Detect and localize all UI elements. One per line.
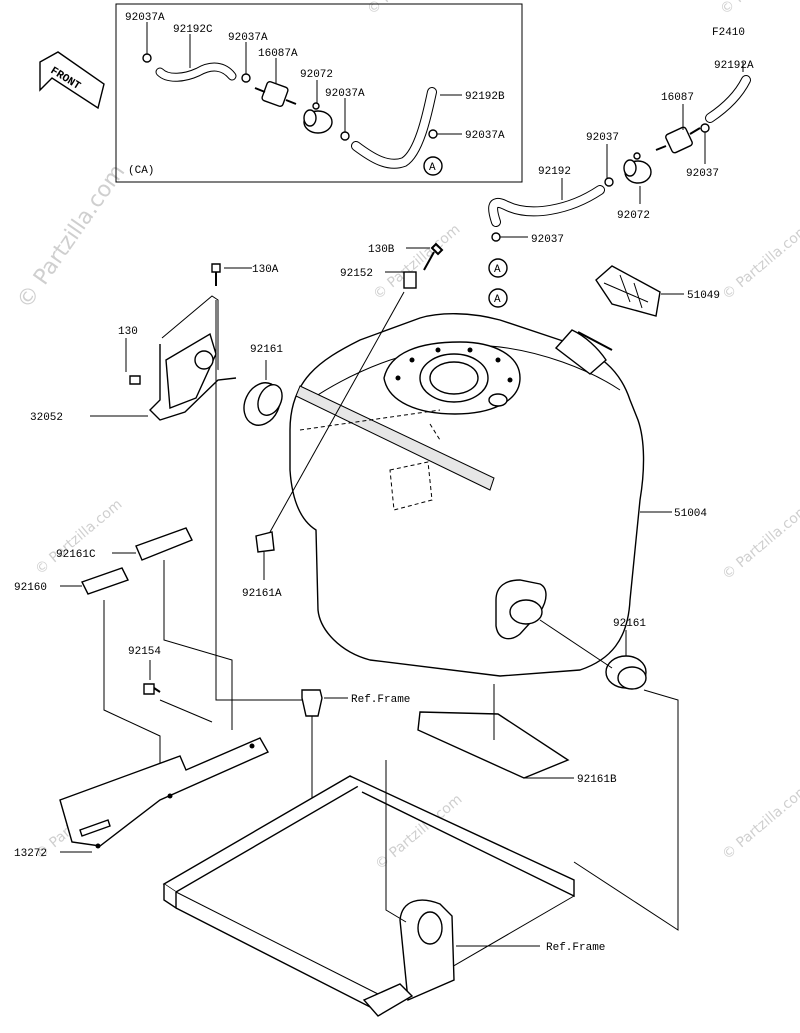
callout-16087A: 16087A — [258, 48, 298, 60]
watermark-3: © Partzilla.com — [719, 221, 800, 303]
callout-92161-top: 92161 — [250, 344, 283, 356]
callout-92037-c: 92037 — [531, 234, 564, 246]
marker-a-2: A — [494, 294, 501, 306]
callout-13272: 13272 — [14, 848, 47, 860]
callout-92154: 92154 — [128, 646, 161, 658]
bracket-assembly — [90, 263, 318, 701]
callout-92161-right: 92161 — [613, 618, 646, 630]
bracket-13272 — [59, 737, 269, 853]
fuel-tank — [289, 313, 672, 677]
grommet-92161-right — [539, 619, 679, 931]
callout-92037A-c: 92037A — [325, 88, 365, 100]
callout-92161C: 92161C — [56, 549, 96, 561]
callout-32052: 32052 — [30, 412, 63, 424]
pad-92161B — [417, 684, 574, 779]
front-arrow: FRONT — [39, 51, 105, 110]
callout-92037A-b: 92037A — [228, 32, 268, 44]
callout-130: 130 — [118, 326, 138, 338]
callout-92072: 92072 — [617, 210, 650, 222]
pads-left — [60, 527, 233, 780]
pad-92152 — [385, 271, 417, 289]
watermark-1: © Partzilla.com — [370, 221, 463, 303]
watermark-6: © Partzilla.com — [32, 496, 125, 578]
breather-hose-assembly — [488, 62, 751, 308]
callout-92037A-d: 92037A — [465, 130, 505, 142]
callout-92192C: 92192C — [173, 24, 213, 36]
strip-92161A — [255, 291, 405, 580]
marker-a-1: A — [494, 264, 501, 276]
grommet-92161-top — [243, 360, 283, 426]
callout-92192A: 92192A — [714, 60, 754, 72]
callout-ref-frame-bottom: Ref.Frame — [546, 942, 605, 954]
watermark-5: © Partzilla.com — [719, 781, 800, 863]
callout-92037-b: 92037 — [686, 168, 719, 180]
watermark-9: © Partzilla.com — [364, 0, 457, 18]
ref-frame-grommet — [301, 689, 348, 800]
bolt-130B — [406, 242, 444, 271]
callout-92161B: 92161B — [577, 774, 617, 786]
fuel-cap — [595, 265, 684, 317]
callout-ref-frame-mid: Ref.Frame — [351, 694, 410, 706]
watermark-4: © Partzilla.com — [719, 501, 800, 583]
callout-92192B: 92192B — [465, 91, 505, 103]
frame-reference — [162, 760, 575, 1017]
watermark-10: © Partzilla.com — [717, 0, 800, 18]
callout-92072-inset: 92072 — [300, 69, 333, 81]
callout-92152: 92152 — [340, 268, 373, 280]
watermark-big: © Partzilla.com — [12, 160, 130, 313]
callout-130B: 130B — [368, 244, 395, 256]
callout-16087: 16087 — [661, 92, 694, 104]
callout-92192: 92192 — [538, 166, 571, 178]
callout-130A: 130A — [252, 264, 279, 276]
inset-label: (CA) — [128, 165, 154, 177]
callout-92037A-a: 92037A — [125, 12, 165, 24]
callout-92037-a: 92037 — [586, 132, 619, 144]
bolt-92154 — [143, 660, 213, 723]
marker-a-inset: A — [429, 162, 436, 174]
callout-92161A: 92161A — [242, 588, 282, 600]
callout-51049: 51049 — [687, 290, 720, 302]
figure-code: F2410 — [712, 27, 745, 39]
ca-inset: (CA) A — [115, 3, 523, 183]
callout-92160: 92160 — [14, 582, 47, 594]
callout-51004: 51004 — [674, 508, 707, 520]
